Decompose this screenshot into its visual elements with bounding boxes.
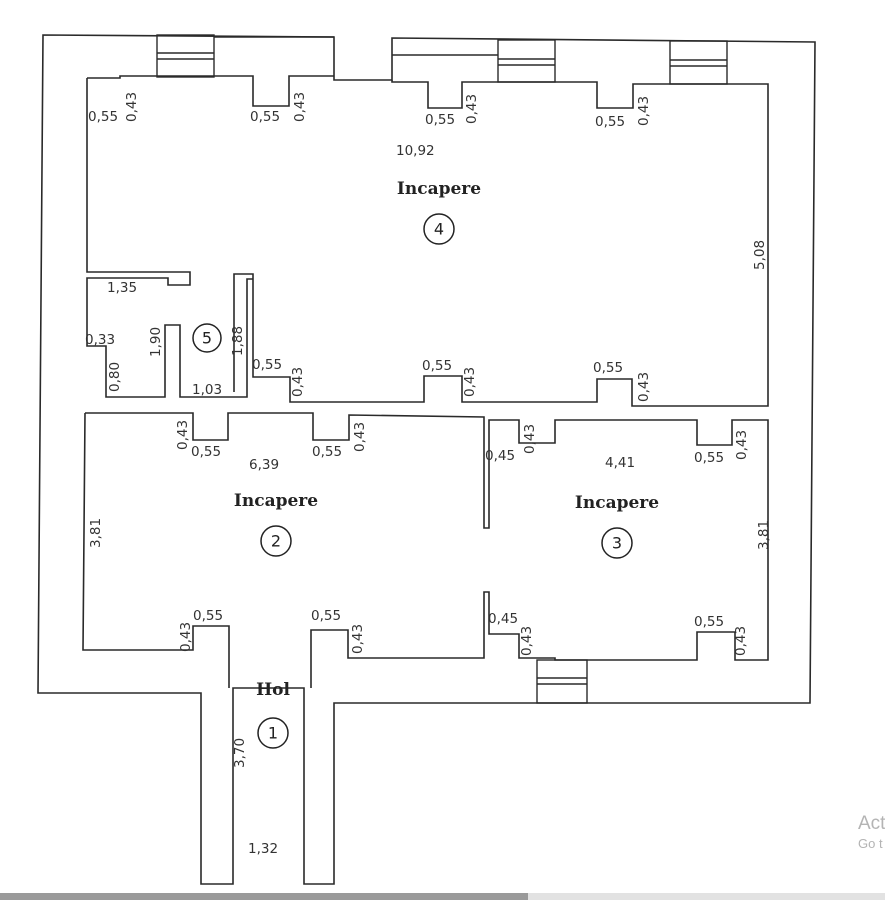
window-top-right [669,40,728,85]
room-3-number-circle [601,527,633,559]
horizontal-scrollbar[interactable] [0,893,885,900]
dim-label: 0,43 [352,422,368,452]
window-bottom-room-3 [536,659,588,704]
dim-label: 0,55 [694,614,724,630]
dim-label: 0,55 [425,112,455,128]
dim-label: 0,43 [290,367,306,397]
dim-label: 3,81 [88,518,104,548]
dim-label: 0,43 [519,626,535,656]
dim-label: 6,39 [249,457,279,473]
dim-label: 0,33 [85,332,115,348]
dim-label: 1,32 [248,841,278,857]
dim-label: 1,88 [230,326,246,356]
dimension-labels-vertical: 0,43 0,43 0,43 0,43 5,08 1,90 0,80 1,88 … [88,92,772,768]
dim-label: 0,80 [107,362,123,392]
dim-label: 0,43 [522,424,538,454]
dim-label: 0,43 [350,624,366,654]
room-1-number: 1 [268,724,278,743]
dim-label: 0,43 [178,622,194,652]
room-1-name: Hol [256,680,290,700]
dim-label: 0,55 [422,358,452,374]
room-4-number: 4 [434,220,444,239]
dim-label: 0,43 [636,372,652,402]
dim-label: 0,43 [124,92,140,122]
dim-label: 1,35 [107,280,137,296]
room-2-name: Incapere [234,491,318,511]
dim-label: 0,45 [485,448,515,464]
room-3-number: 3 [612,534,622,553]
room-4-name: Incapere [397,179,481,199]
dim-label: 10,92 [396,143,435,159]
room-1-number-circle [257,717,289,749]
room-5-number-circle [192,323,222,353]
dim-label: 5,08 [752,240,768,270]
dim-label: 0,43 [292,92,308,122]
activation-watermark: Act Go t [858,812,885,852]
dim-label: 0,45 [488,611,518,627]
dim-label: 0,43 [464,94,480,124]
room-4-number-circle [423,213,455,245]
dim-label: 0,55 [193,608,223,624]
room-2-number-circle [260,525,292,557]
dim-label: 1,03 [192,382,222,398]
room-3-name: Incapere [575,493,659,513]
dim-label: 0,55 [311,608,341,624]
window-top-mid [497,39,556,83]
watermark-line-2: Go t [858,835,883,851]
window-top-left [156,34,215,78]
dim-label: 0,43 [734,430,750,460]
dim-label: 3,81 [756,520,772,550]
dim-label: 0,43 [733,626,749,656]
outer-wall [37,34,816,885]
dim-label: 0,55 [250,109,280,125]
rooms-2-3-outline [82,412,769,688]
dim-label: 0,55 [312,444,342,460]
watermark-line-1: Act [858,813,885,834]
scrollbar-thumb[interactable] [0,893,528,900]
dim-label: 0,43 [175,420,191,450]
dim-label: 0,55 [252,357,282,373]
dim-label: 0,55 [694,450,724,466]
dim-label: 0,55 [595,114,625,130]
dim-label: 0,55 [191,444,221,460]
room-2-number: 2 [271,532,281,551]
dim-label: 0,43 [636,96,652,126]
dim-label: 3,70 [232,738,248,768]
dim-label: 4,41 [605,455,635,471]
dim-label: 0,55 [88,109,118,125]
room-5-number: 5 [202,329,212,348]
dim-label: 0,43 [462,367,478,397]
dim-label: 1,90 [148,327,164,357]
room-4-outline [86,75,769,407]
dim-label: 0,55 [593,360,623,376]
dimension-labels-horizontal: 0,55 0,55 0,55 0,55 10,92 1,35 0,33 1,03… [85,109,724,857]
